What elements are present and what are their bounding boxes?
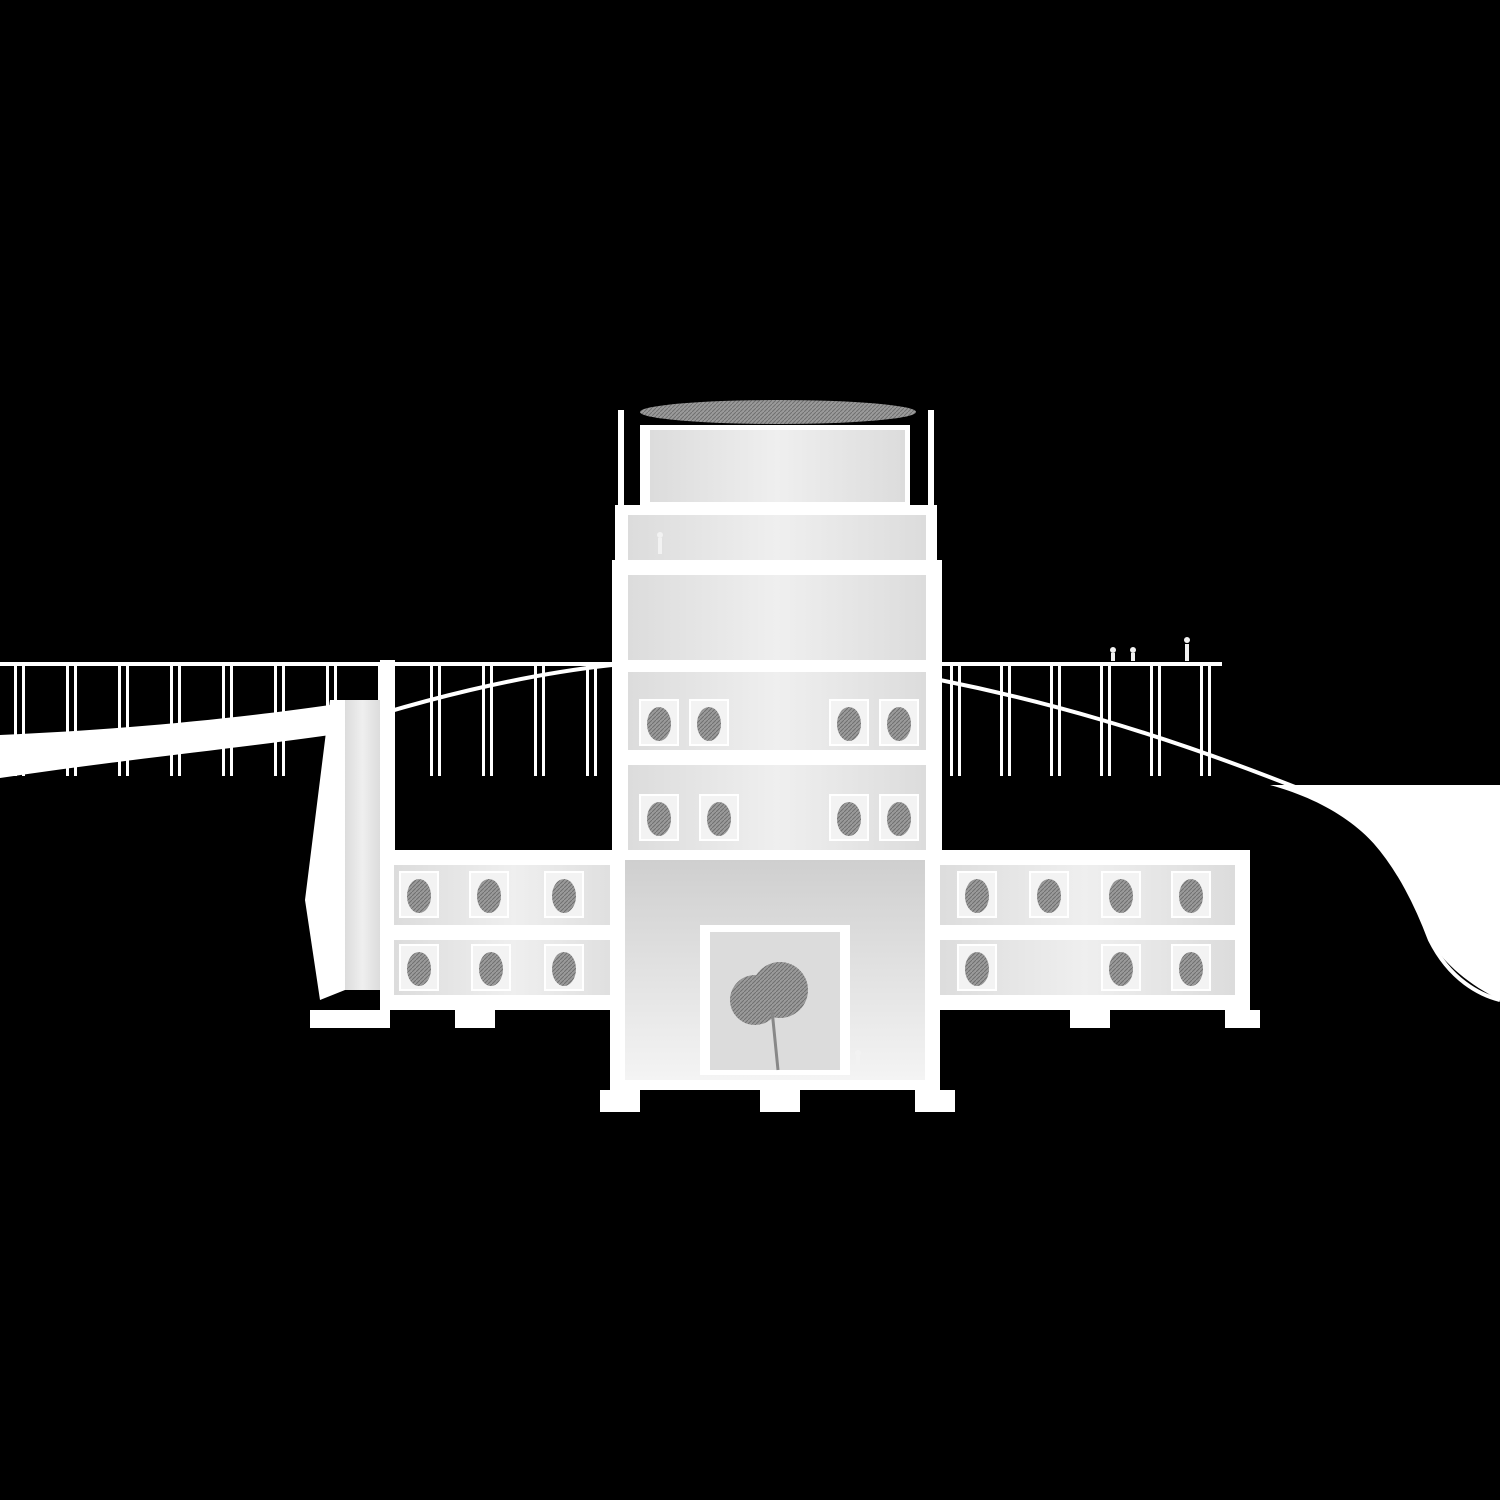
atrium-tree xyxy=(730,962,808,1071)
roof-garden xyxy=(640,400,916,424)
plant-niche xyxy=(957,944,997,991)
plant-niche xyxy=(1101,944,1141,991)
pile xyxy=(14,666,25,776)
ground-surface-right xyxy=(1270,785,1500,1000)
plant-niche xyxy=(829,699,869,746)
plant-niche xyxy=(1101,871,1141,918)
plant-niche xyxy=(639,699,679,746)
display-plants xyxy=(399,699,1211,991)
pier-walkway-right xyxy=(940,662,1222,776)
pile xyxy=(66,666,77,776)
pile xyxy=(534,666,545,776)
pile xyxy=(586,666,597,776)
people xyxy=(657,532,1190,1068)
plant-niche xyxy=(399,871,439,918)
plant-niche xyxy=(471,944,511,991)
pile xyxy=(482,666,493,776)
pile xyxy=(118,666,129,776)
plant-niche xyxy=(1029,871,1069,918)
tower xyxy=(612,410,942,860)
plant-niche xyxy=(1171,944,1211,991)
pile xyxy=(1050,666,1061,776)
pile xyxy=(1000,666,1011,776)
plant-niche xyxy=(544,871,584,918)
pile xyxy=(1100,666,1111,776)
pile xyxy=(222,666,233,776)
pile xyxy=(1150,666,1161,776)
plant-niche xyxy=(879,794,919,841)
plant-niche xyxy=(544,944,584,991)
plant-niche xyxy=(469,871,509,918)
plant-niche xyxy=(399,944,439,991)
pile xyxy=(1200,666,1211,776)
ground-hill-left xyxy=(0,705,330,778)
plant-niche xyxy=(957,871,997,918)
plant-niche xyxy=(699,794,739,841)
pile xyxy=(170,666,181,776)
plant-niche xyxy=(879,699,919,746)
pile xyxy=(274,666,285,776)
entrance-ramp xyxy=(305,660,395,1000)
plant-niche xyxy=(639,794,679,841)
plant-niche xyxy=(689,699,729,746)
plant-niche xyxy=(1171,871,1211,918)
pile xyxy=(950,666,961,776)
pile xyxy=(430,666,441,776)
plant-niche xyxy=(829,794,869,841)
